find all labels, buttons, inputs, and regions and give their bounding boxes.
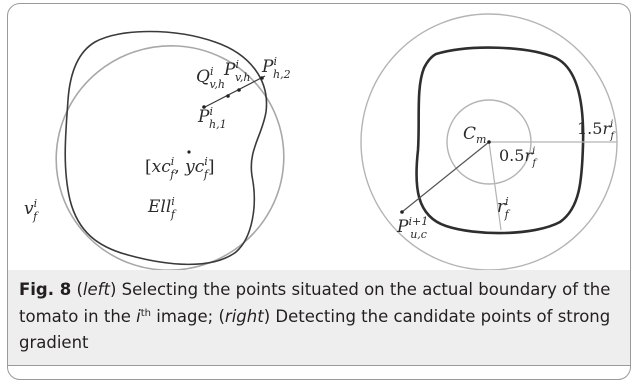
radius-line-diagonal: [401, 141, 490, 213]
normal-line: [202, 75, 266, 109]
point-p-h1: [202, 105, 206, 109]
caption-bottom-rule: [8, 365, 630, 366]
point-p-uc: [400, 210, 404, 214]
fitted-ellipse: [55, 45, 285, 270]
caption-text-2: image; (: [151, 306, 225, 326]
tomato-boundary-right: [415, 46, 585, 235]
figure-caption: Fig. 8 (left) Selecting the points situa…: [19, 280, 611, 353]
caption-left-word: left: [82, 280, 110, 299]
caption-th: th: [140, 307, 152, 319]
caption-text-1: Selecting the points situated on the act…: [19, 280, 611, 326]
point-center: [187, 150, 191, 154]
label-cm: Cm: [463, 124, 486, 146]
caption-text-3: ) Detecting the candidate points of stro…: [19, 306, 611, 353]
caption-right-word: right: [224, 306, 264, 326]
radius-line-down: [488, 141, 502, 231]
tomato-boundary: [64, 30, 268, 266]
point-center-cm: [487, 140, 491, 144]
point-p-h2: [260, 76, 264, 80]
caption-band: [8, 270, 630, 366]
caption-label: Fig. 8: [19, 280, 72, 299]
point-q-vh: [226, 94, 230, 98]
point-p-vh: [237, 88, 241, 92]
caption-i-var: i: [136, 306, 141, 326]
